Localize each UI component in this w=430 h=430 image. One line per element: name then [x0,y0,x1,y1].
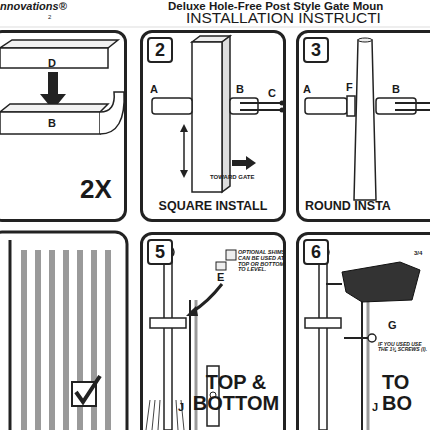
header-rule [0,27,430,28]
part-letter: A [150,84,158,96]
arrow-head [180,170,188,178]
part-letter: A [303,84,311,96]
screw [344,337,368,339]
round-post [354,40,376,200]
bracket [150,318,186,328]
sheet-heading: INSTALLATION INSTRUCTI [186,10,381,26]
part-b-hook [100,92,124,134]
brush [152,400,155,430]
part-b [0,112,100,134]
screw [240,102,280,104]
step-badge: 3 [303,37,329,63]
gate-edge [189,300,191,430]
post-side [222,36,230,192]
step-badge: 2 [147,37,173,63]
step-panel: 2X [0,30,127,222]
arrow-head [186,306,198,316]
panel-frame [0,232,127,430]
brush [158,400,160,430]
part-letter: B [48,118,56,130]
brush [176,400,178,430]
part-letter: F [346,82,353,94]
direction-note: TOWARD GATE [210,174,254,180]
drill-bit [326,283,342,285]
post [164,258,172,430]
step-panel: ROUND INSTA 3 [296,30,430,222]
gate-edge [361,300,363,430]
step-number: 3 [305,39,327,61]
panel-caption: TOP & BOTTOM [188,372,284,414]
panel-caption: TO BO [382,372,428,414]
step-badge: 6 [303,239,329,265]
post [319,258,327,430]
quantity-text: 2X [80,176,126,203]
part-d-top [0,40,118,48]
bracket-a [305,98,347,114]
gate-edge [367,300,370,430]
part-letter: B [392,84,400,96]
gate-bar [21,250,27,430]
part-letter: C [268,88,276,100]
brush [146,400,150,430]
part-letter: J [372,402,378,414]
gate-arrow-shaft [232,160,246,166]
shim-note: OPTIONAL SHIMS CAN BE USED AT TOP OR BOT… [238,250,288,273]
gate-bar [63,250,69,430]
drill-size: 3/4 [414,250,422,256]
part-letter: G [388,320,397,332]
down-arrow-shaft [48,72,58,94]
step-panel: SQUARE INSTALL 2 [140,30,286,222]
bracket-a [152,98,192,114]
screw [395,109,430,111]
screw [395,102,430,104]
model-number: 2 [48,14,51,20]
bracket-b [376,98,416,114]
arrow-head [180,124,188,132]
gate-bar [35,250,41,430]
panel-caption: ROUND INSTA [305,200,429,213]
part-letter: D [48,58,56,70]
step-number: 2 [149,39,171,61]
gate-bar [105,250,111,430]
washer [368,334,376,342]
check-mark [76,376,100,402]
part-letter: E [217,272,224,284]
shim-arrow [192,284,222,312]
shim [216,262,226,270]
gate-frame [9,240,12,430]
part-letter: J [178,402,184,414]
post-top [358,38,372,42]
part-b-top [0,104,108,112]
screw [240,109,280,111]
step-panel: TO BO 6 [296,232,430,430]
step-number: 6 [305,241,327,263]
bracket-b [230,98,258,114]
part-f [347,96,355,116]
square-post [192,42,222,192]
height-arrow [183,130,185,172]
shim [226,250,236,260]
gate-arrow-head [246,156,256,170]
step-number: 5 [149,241,171,263]
brand-name: nnovations® [0,1,67,13]
bracket [305,318,341,328]
drill [342,262,420,302]
gate-bar [49,250,55,430]
step-badge: 5 [147,239,173,265]
part-letter: B [236,84,244,96]
screw-note: IF YOU USED USE THE 1¾ SCREWS (I). [378,342,428,353]
panel-caption: SQUARE INSTALL [143,200,283,213]
